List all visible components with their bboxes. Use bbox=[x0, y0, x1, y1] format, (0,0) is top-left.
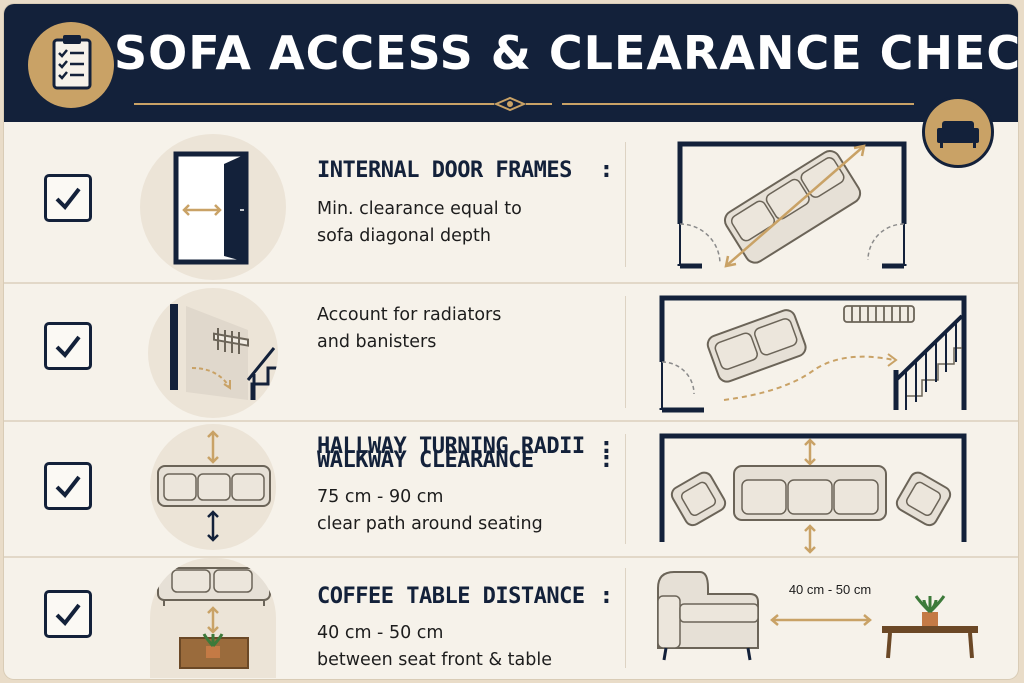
walkway-illustration bbox=[150, 424, 276, 550]
coffee-table-illustration bbox=[150, 558, 276, 678]
column-divider bbox=[625, 568, 626, 668]
door-frame-illustration bbox=[140, 134, 286, 280]
row-colon: : bbox=[602, 584, 611, 609]
row-separator bbox=[4, 282, 1018, 284]
column-divider bbox=[625, 296, 626, 408]
checkmark-icon bbox=[55, 335, 81, 359]
row-title: WALKWAY CLEARANCE bbox=[317, 448, 534, 473]
checklist-card: SOFA ACCESS & CLEARANCE CHECKLIST bbox=[4, 4, 1018, 679]
page-title: SOFA ACCESS & CLEARANCE CHECKLIST bbox=[114, 26, 1018, 80]
checkbox-hallway[interactable] bbox=[44, 322, 92, 370]
sofa-icon bbox=[922, 96, 994, 168]
checklist-row-hallway: HALLWAY TURNING RADII : Account for radi… bbox=[4, 284, 1018, 459]
checklist-row-coffee-table: COFFEE TABLE DISTANCE : 40 cm - 50 cm be… bbox=[4, 558, 1018, 679]
row-colon: : bbox=[602, 158, 611, 183]
clearance-measurement-label: 40 cm - 50 cm bbox=[789, 582, 871, 597]
coffee-table-diagram: 40 cm - 50 cm bbox=[644, 558, 1014, 678]
checkmark-icon bbox=[55, 187, 81, 211]
row-colon: : bbox=[602, 448, 611, 473]
checkmark-icon bbox=[55, 603, 81, 627]
walkway-diagram bbox=[644, 430, 1014, 558]
checklist-row-walkway: WALKWAY CLEARANCE : 75 cm - 90 cm clear … bbox=[4, 422, 1018, 556]
door-frame-diagram bbox=[644, 134, 1014, 284]
column-divider bbox=[625, 434, 626, 544]
row-separator bbox=[4, 420, 1018, 422]
hallway-diagram bbox=[644, 292, 1014, 420]
checkmark-icon bbox=[55, 475, 81, 499]
hallway-illustration bbox=[148, 288, 278, 418]
row-description-line1: 40 cm - 50 cm bbox=[317, 623, 444, 643]
checkbox-walkway[interactable] bbox=[44, 462, 92, 510]
column-divider bbox=[625, 142, 626, 267]
row-description-line2: clear path around seating bbox=[317, 514, 543, 534]
row-title: COFFEE TABLE DISTANCE bbox=[317, 584, 585, 609]
checkbox-door-frames[interactable] bbox=[44, 174, 92, 222]
row-description-line1: Min. clearance equal to bbox=[317, 199, 522, 219]
title-ornament bbox=[134, 96, 914, 112]
row-description-line1: 75 cm - 90 cm bbox=[317, 487, 444, 507]
row-description-line2: between seat front & table bbox=[317, 650, 552, 670]
row-title: HALLWAY TURNING RADII bbox=[317, 434, 585, 459]
header-banner: SOFA ACCESS & CLEARANCE CHECKLIST bbox=[4, 4, 1018, 168]
row-description-line1: Account for radiators bbox=[317, 305, 502, 325]
row-title: INTERNAL DOOR FRAMES bbox=[317, 158, 572, 183]
row-description-line2: and banisters bbox=[317, 332, 437, 352]
checklist-row-door-frames: INTERNAL DOOR FRAMES : Min. clearance eq… bbox=[4, 122, 1018, 282]
row-description-line2: sofa diagonal depth bbox=[317, 226, 491, 246]
row-separator bbox=[4, 556, 1018, 558]
clipboard-checklist-icon bbox=[28, 22, 114, 108]
checkbox-coffee-table[interactable] bbox=[44, 590, 92, 638]
row-colon: : bbox=[602, 434, 611, 459]
